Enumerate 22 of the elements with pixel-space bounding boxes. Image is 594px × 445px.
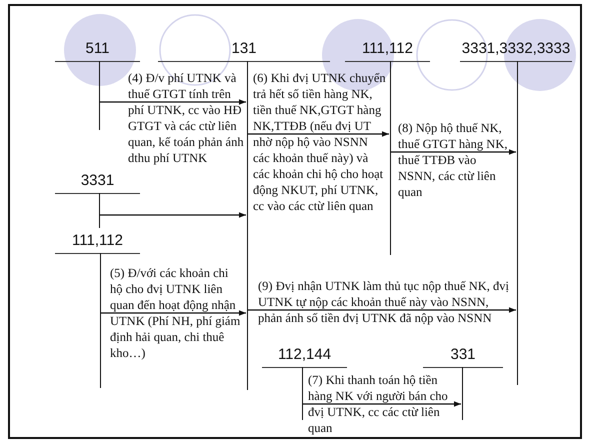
edge-label: (6) Khi đvị UTNK chuyển trả hết số tiền hàng NK, tiền thuế NK,GTGT hàng NK,TTĐB (nếu đvị UT nhờ nộp hộ vào NSNN các khoản thuế này) và các khoản chi hộ cho hoạt động NKUT, phí UTNK, cc vào các ctừ liên quan bbox=[253, 70, 387, 214]
account-number: 131 bbox=[231, 40, 257, 57]
arrow bbox=[248, 307, 516, 313]
account-number: 3331 bbox=[80, 172, 114, 189]
arrow bbox=[100, 99, 246, 105]
arrow bbox=[391, 149, 516, 155]
edge-label: (8) Nộp hộ thuế NK, thuế GTGT hàng NK, thuế TTĐB vào NSNN, các ctừ liên quan bbox=[398, 120, 508, 200]
account-number: 112,144 bbox=[278, 346, 332, 363]
edge-label: (4) Đ/v phí UTNK và thuế GTGT tính trên phí UTNK, cc vào HĐ GTGT và các ctừ liên quan, kế toán phản ánh dthu phí UTNK bbox=[128, 70, 245, 166]
edge-label: (7) Khi thanh toán hộ tiền hàng NK với người bán cho đvị UTNK, cc các ctừ liên quan bbox=[308, 372, 449, 436]
account-number: 3331,3332,3333 bbox=[462, 40, 570, 57]
account-number: 331 bbox=[450, 346, 476, 363]
account-number: 511 bbox=[86, 40, 110, 57]
arrow bbox=[248, 131, 389, 137]
account-number: 111,112 bbox=[72, 232, 123, 249]
edge-label: (5) Đ/với các khoản chi hộ cho đvị UTNK liên quan đến hoạt động nhận UTNK (Phí NH, phí giám định hải quan, chi thuê kho…) bbox=[110, 265, 242, 361]
arrow bbox=[100, 212, 246, 218]
account-number: 111,112 bbox=[362, 40, 413, 57]
t-account bbox=[55, 172, 140, 228]
arrow bbox=[101, 310, 246, 316]
arrow bbox=[303, 401, 461, 407]
edge-label: (9) Đvị nhận UTNK làm thủ tục nộp thuế NK, đvị UTNK tự nộp các khoản thuế này vào NSNN, phản ánh số tiền đvị UTNK đã nộp vào NSNN bbox=[258, 278, 510, 326]
